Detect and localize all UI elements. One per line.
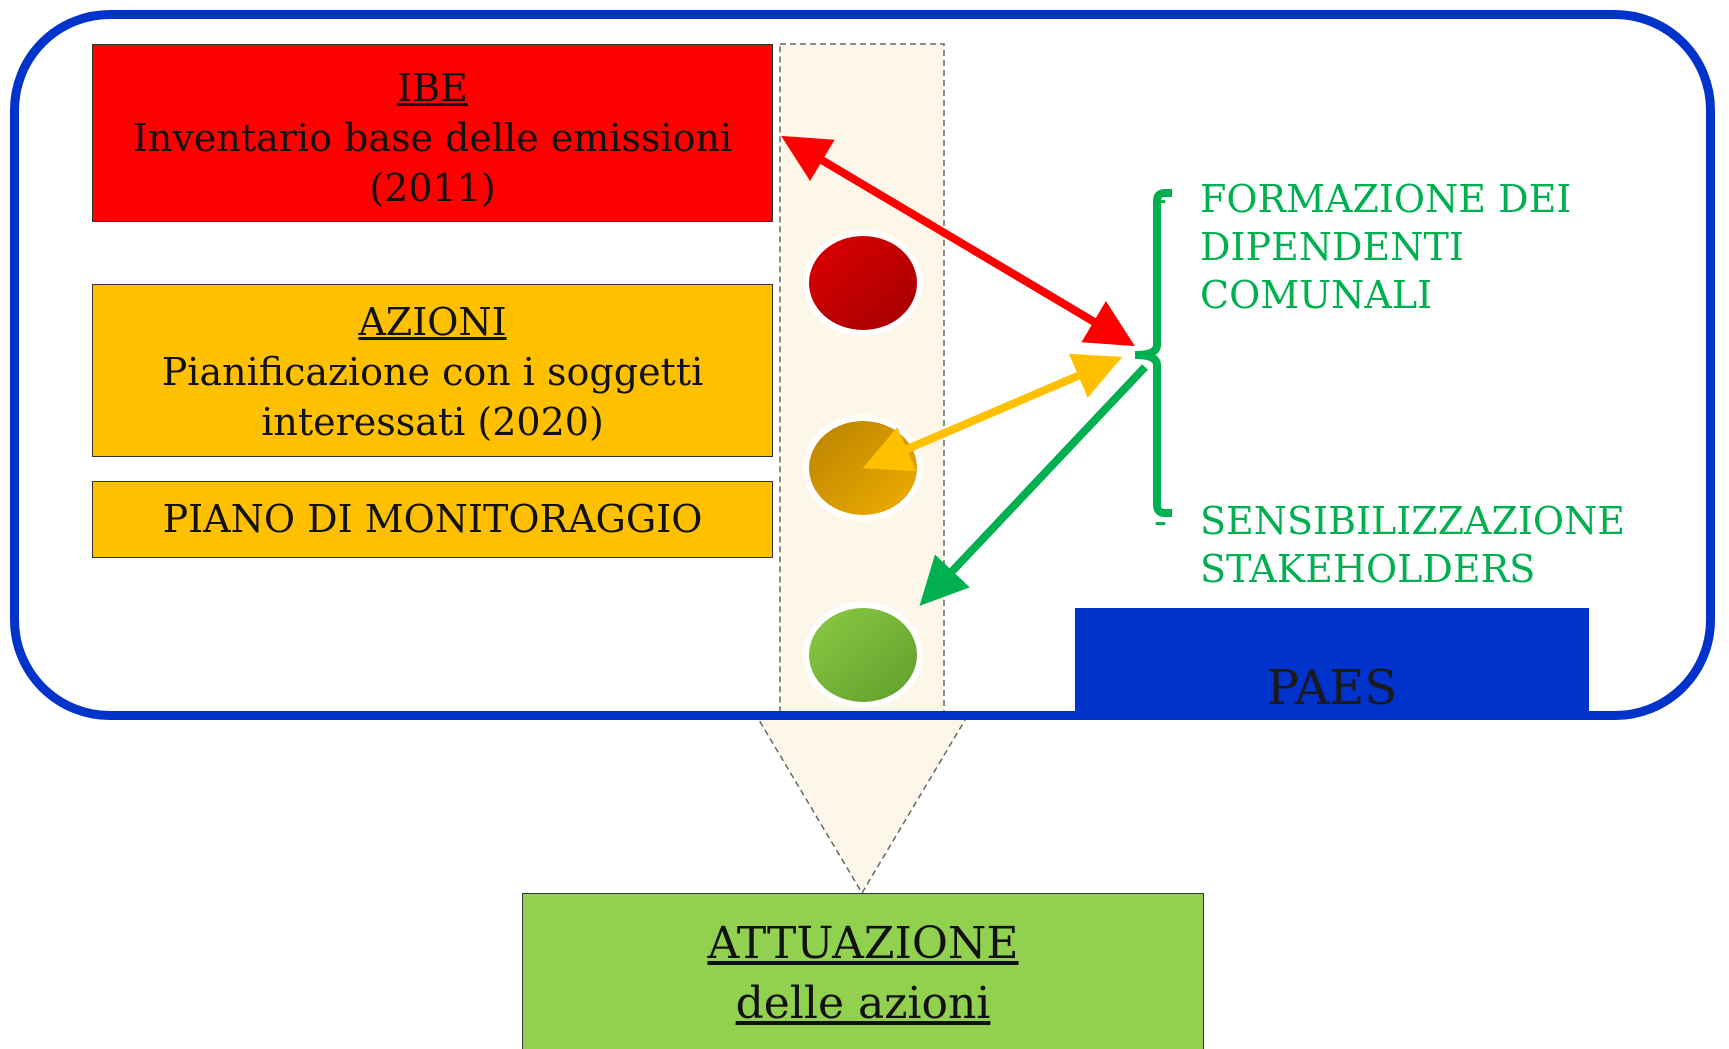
amber-double-arrow (862, 353, 1123, 472)
bracket-brace (1134, 189, 1172, 517)
paes-label-box: PAES (1075, 608, 1589, 720)
azioni-line1: Pianificazione con i soggetti (161, 350, 704, 394)
ibe-box: IBE Inventario base delle emissioni (201… (92, 44, 773, 222)
ibe-line2: (2011) (369, 166, 496, 210)
green-arrow (919, 364, 1148, 606)
bullet-line: STAKEHOLDERS (1200, 547, 1536, 591)
green-light (803, 602, 923, 708)
ibe-line1: Inventario base delle emissioni (132, 116, 733, 160)
azioni-box: AZIONI Pianificazione con i soggetti int… (92, 284, 773, 457)
paes-frame (10, 10, 1715, 720)
bullet-line: COMUNALI (1200, 273, 1433, 317)
ibe-title: IBE (397, 66, 468, 110)
piano-box: PIANO DI MONITORAGGIO (92, 481, 773, 558)
red-double-arrow (781, 135, 1135, 347)
bullet-line: DIPENDENTI (1200, 225, 1464, 269)
azioni-line2: interessati (2020) (261, 400, 604, 444)
bullet-sensibilizzazione: - SENSIBILIZZAZIONE STAKEHOLDERS (1154, 497, 1626, 593)
bullet-line: FORMAZIONE DEI (1200, 177, 1572, 221)
bullet-line: SENSIBILIZZAZIONE (1200, 499, 1626, 543)
bullet-formazione: - FORMAZIONE DEI DIPENDENTI COMUNALI (1154, 175, 1572, 319)
attuazione-title: ATTUAZIONE (707, 918, 1019, 969)
piano-label: PIANO DI MONITORAGGIO (162, 497, 703, 541)
azioni-title: AZIONI (358, 300, 507, 344)
attuazione-box: ATTUAZIONE delle azioni (522, 893, 1204, 1049)
attuazione-subtitle: delle azioni (735, 978, 991, 1029)
paes-label: PAES (1266, 660, 1398, 716)
